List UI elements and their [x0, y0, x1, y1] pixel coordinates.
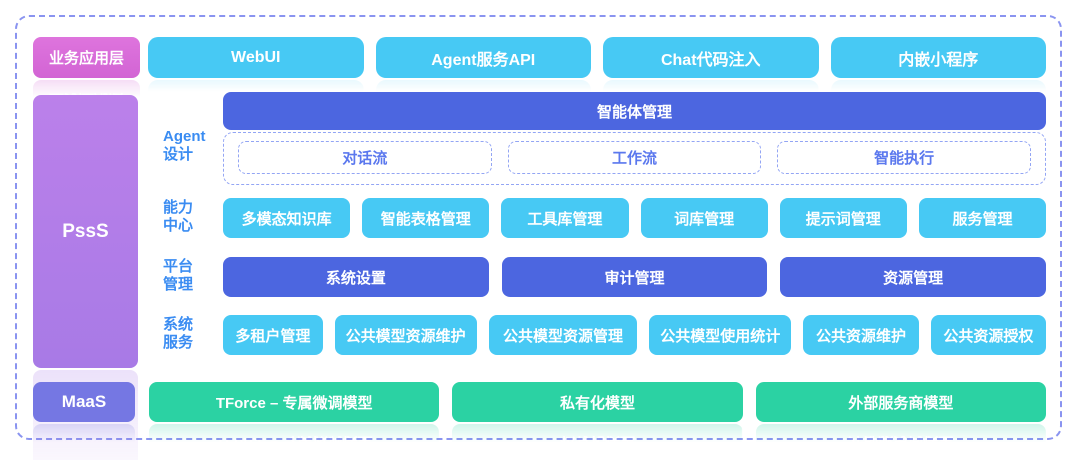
box-workflow: 工作流: [507, 141, 762, 174]
box-agent-management: 智能体管理: [223, 92, 1046, 130]
business-layer-items: WebUI Agent服务API Chat代码注入 内嵌小程序: [148, 37, 1046, 78]
row-label-line: 设计: [163, 145, 194, 163]
row-label-line: 能力: [163, 199, 194, 216]
box-public-model-resource-mgmt: 公共模型资源管理: [488, 315, 638, 355]
box-public-model-usage-stats: 公共模型使用统计: [649, 315, 792, 355]
system-services-items: 多租户管理 公共模型资源维护 公共模型资源管理 公共模型使用统计 公共资源维护 …: [223, 315, 1046, 355]
row-label-platform-mgmt: 平台 管理: [163, 258, 221, 293]
platform-mgmt-items: 系统设置 审计管理 资源管理: [223, 257, 1047, 297]
box-public-model-resource-maintenance: 公共模型资源维护: [334, 315, 477, 355]
outer-dashed-frame: [15, 15, 1062, 440]
box-multi-tenant-mgmt: 多租户管理: [223, 315, 323, 355]
box-dialog-flow: 对话流: [238, 141, 492, 174]
layer-tag-maas: MaaS: [33, 382, 135, 422]
box-system-settings: 系统设置: [223, 257, 489, 297]
box-prompt-mgmt: 提示词管理: [779, 198, 907, 238]
maas-layer-items: TForce – 专属微调模型 私有化模型 外部服务商模型: [149, 382, 1046, 422]
box-service-mgmt: 服务管理: [918, 198, 1047, 238]
box-agent-service-api: Agent服务API: [375, 37, 591, 78]
box-tool-library-mgmt: 工具库管理: [501, 198, 629, 238]
row-label-line: 平台: [163, 258, 194, 275]
box-audit-mgmt: 审计管理: [501, 257, 768, 297]
row-label-capability-center: 能力 中心: [163, 199, 221, 234]
box-resource-mgmt: 资源管理: [780, 257, 1047, 297]
row-label-agent-design: Agent 设计: [163, 128, 221, 163]
box-webui: WebUI: [148, 37, 364, 78]
row-label-line: Agent: [163, 128, 206, 145]
row-label-line: 管理: [163, 275, 194, 293]
box-private-model: 私有化模型: [452, 382, 743, 422]
box-intelligent-execution: 智能执行: [777, 141, 1032, 174]
box-lexicon-mgmt: 词库管理: [640, 198, 768, 238]
layer-tag-psss: PssS: [33, 95, 138, 368]
box-smart-table-mgmt: 智能表格管理: [362, 198, 490, 238]
box-multimodal-knowledge-base: 多模态知识库: [223, 198, 351, 238]
layer-tag-business: 业务应用层: [33, 37, 140, 78]
box-chat-code-inject: Chat代码注入: [603, 37, 819, 78]
row-label-system-services: 系统 服务: [163, 316, 221, 351]
box-tforce-finetuned-model: TForce – 专属微调模型: [149, 382, 440, 422]
box-public-resource-authorization: 公共资源授权: [930, 315, 1046, 355]
box-embedded-mini-program: 内嵌小程序: [830, 37, 1046, 78]
row-label-line: 系统: [163, 316, 194, 333]
box-external-provider-model: 外部服务商模型: [755, 382, 1046, 422]
row-label-line: 中心: [163, 216, 194, 234]
box-public-resource-maintenance: 公共资源维护: [803, 315, 919, 355]
row-label-line: 服务: [163, 333, 194, 351]
agent-design-dashed-group: 对话流 工作流 智能执行: [223, 132, 1046, 185]
capability-center-items: 多模态知识库 智能表格管理 工具库管理 词库管理 提示词管理 服务管理: [223, 198, 1047, 238]
